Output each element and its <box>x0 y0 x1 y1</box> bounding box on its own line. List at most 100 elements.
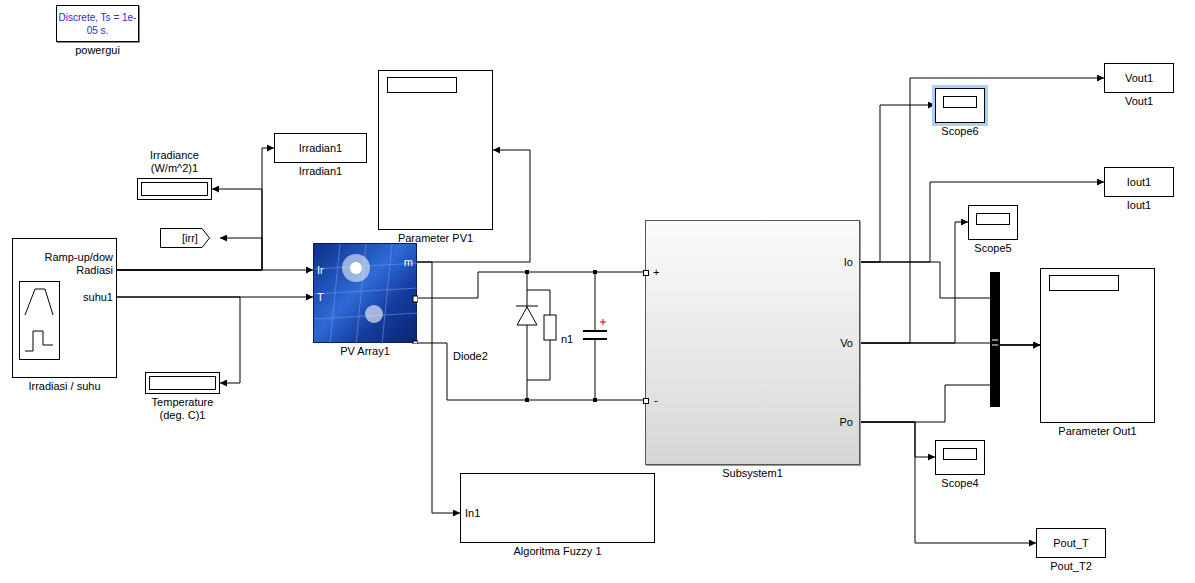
signal-block: Irradian1Irradian1 <box>274 133 367 163</box>
subsystem-port <box>643 398 649 404</box>
block-caption: Iout1 <box>1127 199 1151 212</box>
scope-screen <box>943 96 977 109</box>
cell-line <box>382 244 392 344</box>
mux-mark <box>992 345 998 346</box>
scope-block: Scope4 <box>935 440 985 475</box>
display-block: Irradiance (W/m^2)1 <box>137 178 212 200</box>
block-caption: Subsystem1 <box>722 467 783 480</box>
sun-glare <box>350 262 362 274</box>
block-caption: Pout_T2 <box>1050 560 1092 573</box>
port-label: Io <box>844 256 853 269</box>
port-label: T <box>317 291 324 304</box>
signal-builder-block: Ramp-up/dow Radiasisuhu1Irradiasi / suhu <box>12 238 117 378</box>
block-text: Vout1 <box>1105 72 1173 85</box>
block-caption: Parameter Out1 <box>1058 425 1136 438</box>
signal-line <box>117 297 240 383</box>
signal-line <box>860 345 1040 422</box>
pv-array-block: IrmTPV Array1 <box>313 243 417 343</box>
capacitor-wire <box>595 272 596 331</box>
signal-line <box>417 262 460 513</box>
port-label: m <box>404 256 413 269</box>
signal-block: Iout1Iout1 <box>1104 167 1174 197</box>
port-label: Ir <box>317 264 324 277</box>
signal-block: Pout_TPout_T2 <box>1036 528 1106 558</box>
scope-block: Parameter Out1 <box>1040 268 1155 423</box>
port-label: - <box>654 394 658 407</box>
polarity-mark <box>603 319 604 325</box>
block-text: Pout_T <box>1037 537 1105 550</box>
goto-tag: [irr] <box>160 228 220 248</box>
block-text: Discrete, Ts = 1e-05 s. <box>57 11 138 37</box>
block-text: [irr] <box>160 232 220 245</box>
capacitor-wire <box>595 339 596 400</box>
step-trace <box>25 331 53 351</box>
block-caption: Irradiasi / suhu <box>28 380 100 393</box>
signal-line <box>117 148 274 270</box>
scope-screen <box>976 213 1010 226</box>
subsystem-block: +-IoVoPoSubsystem1 <box>645 220 860 465</box>
signal-line <box>860 222 968 343</box>
component-label: Diode2 <box>452 350 489 363</box>
display-window <box>141 182 208 196</box>
block-caption: powergui <box>75 44 120 57</box>
signal-builder-icon <box>19 281 65 361</box>
block-caption: Irradian1 <box>299 165 342 178</box>
signal-line <box>860 422 935 457</box>
block-caption: Scope6 <box>941 125 978 138</box>
capacitor-plate <box>583 330 607 332</box>
signal-line <box>860 105 935 262</box>
component-label: n1 <box>560 333 574 346</box>
port-label: + <box>653 266 659 279</box>
scope-block: Scope5 <box>968 205 1018 240</box>
display-block: Temperature (deg. C)1 <box>145 372 220 394</box>
snubber-wire <box>527 290 550 315</box>
block-caption: Vout1 <box>1125 95 1153 108</box>
mux-mark <box>992 340 998 341</box>
ramp-trace <box>25 289 53 315</box>
block-caption: PV Array1 <box>340 345 390 358</box>
diode-bar <box>516 306 538 307</box>
signal-line <box>417 272 645 298</box>
signal-line <box>117 189 262 270</box>
block-text: Iout1 <box>1105 176 1173 189</box>
powergui-block: Discrete, Ts = 1e-05 s.powergui <box>56 5 139 42</box>
pv-panel-picture <box>314 244 418 344</box>
port-label: In1 <box>465 507 480 520</box>
signal-block: Vout1Vout1 <box>1104 63 1174 93</box>
port-label: Vo <box>840 337 853 350</box>
pv-port <box>413 341 418 344</box>
block-caption: Irradiance (W/m^2)1 <box>130 149 220 175</box>
block-caption: Algoritma Fuzzy 1 <box>513 545 601 558</box>
snubber-resistor-symbol <box>544 315 556 340</box>
block-text: Irradian1 <box>275 142 366 155</box>
signal-line <box>860 422 1036 543</box>
port-label: Ramp-up/dow Radiasi <box>33 251 113 277</box>
signal-line <box>417 343 645 400</box>
block-caption: Scope5 <box>974 242 1011 255</box>
sun-glare <box>342 254 370 282</box>
diode-symbol <box>517 307 537 325</box>
subsystem-port <box>643 270 649 276</box>
block-caption: Temperature (deg. C)1 <box>143 396 223 422</box>
diode-wire <box>527 272 528 400</box>
icon-frame <box>20 282 60 360</box>
scope-screen <box>943 448 977 461</box>
cell-line <box>314 288 418 294</box>
signal-line <box>860 262 1040 345</box>
pv-port <box>413 296 418 302</box>
port-label: Po <box>840 416 853 429</box>
sun-glare <box>365 305 383 323</box>
scope-block: Parameter PV1 <box>378 70 493 230</box>
snubber-wire <box>527 340 550 380</box>
display-window <box>149 376 216 390</box>
scope-screen <box>387 77 457 93</box>
port-label: suhu1 <box>83 291 113 304</box>
mux-block <box>990 272 1000 407</box>
cell-line <box>330 244 340 344</box>
signal-line <box>860 182 1104 262</box>
scope-screen <box>1049 275 1119 291</box>
signal-block: In1Algoritma Fuzzy 1 <box>460 473 655 543</box>
block-caption: Scope4 <box>941 477 978 490</box>
scope-block: Scope6 <box>935 88 985 123</box>
